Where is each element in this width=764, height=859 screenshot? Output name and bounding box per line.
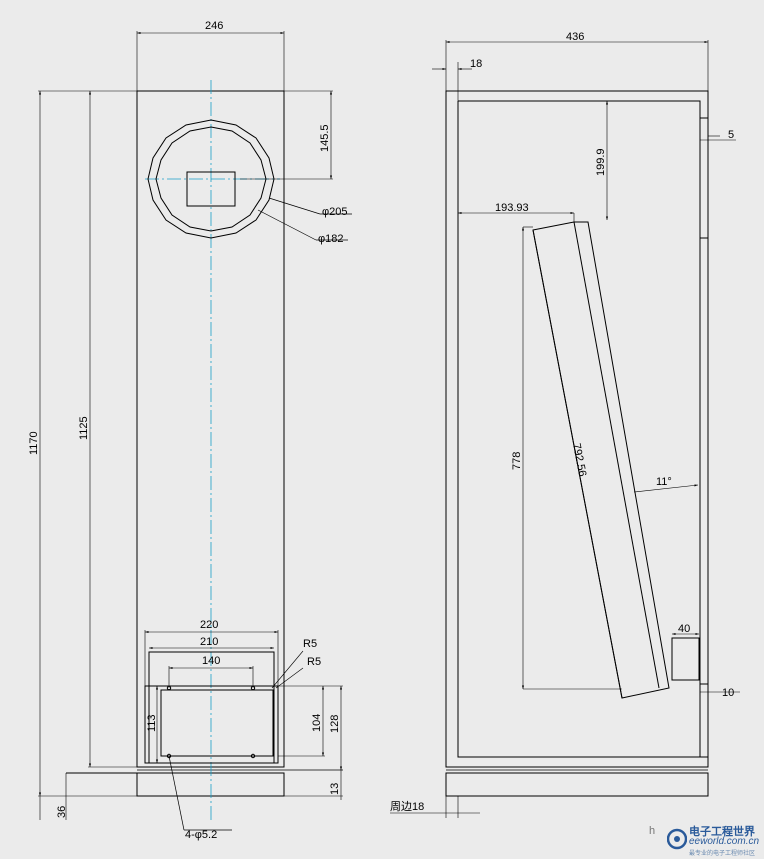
side-view — [390, 40, 740, 818]
port-plate — [148, 651, 275, 764]
front-plinth — [136, 772, 285, 797]
front-view — [38, 31, 352, 831]
eeworld-logo-icon — [667, 828, 687, 850]
driver-magnet — [186, 171, 236, 207]
dim-driver-outer-dia: φ205 — [322, 206, 348, 218]
dim-mount-holes: 4-φ5.2 — [185, 829, 217, 841]
transmission-line-panel — [532, 221, 670, 699]
watermark: h 电子工程世界 eeworld.com.cn 最专业的电子工程师社区 — [649, 821, 764, 859]
dim-front-total-height: 1170 — [28, 431, 40, 455]
dim-port-height-outer: 128 — [329, 715, 341, 733]
watermark-url: eeworld.com.cn — [689, 836, 760, 847]
dim-port-outer-width: 220 — [200, 619, 218, 631]
mount-hole — [250, 753, 256, 759]
dim-panel-thickness: 18 — [470, 58, 482, 70]
dim-port-height-inner: 104 — [311, 714, 323, 732]
dim-port-width: 210 — [200, 636, 218, 648]
watermark-brand: 电子工程世界 — [689, 825, 755, 838]
dim-edge-label: 周边18 — [390, 800, 424, 813]
dim-bottom-thickness: 10 — [722, 687, 734, 699]
driver-inner-ring — [155, 126, 267, 232]
dim-port-corner-r2: R5 — [307, 656, 321, 668]
dim-line-height: 778 — [511, 452, 523, 470]
dim-base-gap: 13 — [329, 783, 341, 795]
baffle-plate — [699, 117, 709, 239]
dim-driver-inner-dia: φ182 — [318, 233, 344, 245]
dim-line-offset: 193.93 — [495, 202, 529, 214]
dim-baffle-offset: 199.9 — [595, 148, 607, 176]
side-cabinet-outline — [445, 90, 709, 768]
side-plinth — [445, 772, 709, 797]
dim-port-depth: 40 — [678, 623, 690, 635]
dimension-labels: 246 1170 1125 145.5 φ205 φ182 220 210 14… — [28, 20, 734, 841]
dim-base-height: 36 — [56, 806, 68, 818]
driver-outer-ring — [147, 119, 275, 239]
dim-front-width: 246 — [205, 20, 223, 32]
watermark-tagline: 最专业的电子工程师社区 — [689, 851, 756, 857]
bottom-plate — [699, 683, 709, 758]
watermark-partial: h — [649, 825, 656, 837]
port-outer — [144, 685, 279, 764]
dim-port-corner-r1: R5 — [303, 638, 317, 650]
dim-baffle-thickness: 5 — [728, 129, 734, 141]
dim-line-length: 792.56 — [570, 442, 588, 477]
dim-angle: 11° — [656, 476, 672, 488]
dim-front-inner-height: 1125 — [78, 416, 90, 440]
dim-port-height-left: 113 — [146, 714, 158, 732]
side-port — [671, 637, 700, 681]
dim-side-depth: 436 — [566, 31, 584, 43]
dim-port-hole-spacing: 140 — [202, 655, 220, 667]
dim-driver-offset: 145.5 — [319, 124, 331, 152]
port-opening — [160, 689, 274, 757]
